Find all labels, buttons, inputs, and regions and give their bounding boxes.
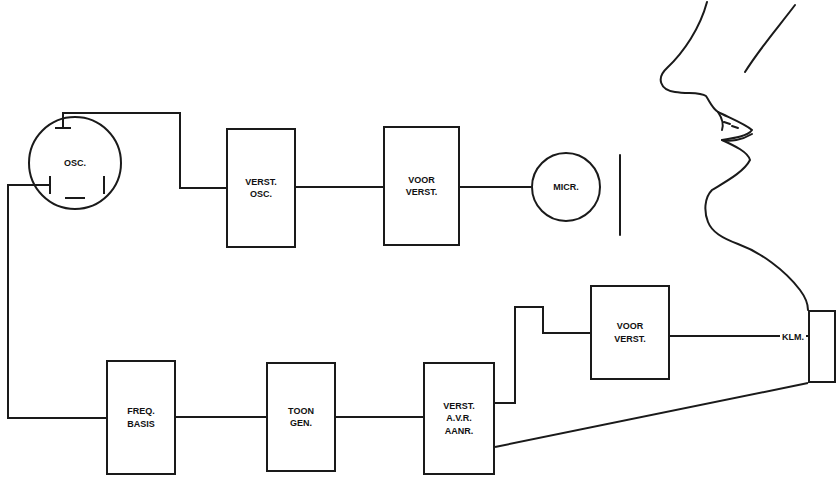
- process-box: VERST. OSC.: [226, 128, 296, 248]
- box-label: TOON GEN.: [288, 405, 314, 429]
- throat-plate: KLM.: [808, 310, 836, 383]
- oscillator-tube: OSC.: [28, 116, 122, 210]
- box-label: VERST. OSC.: [245, 176, 277, 200]
- electrode: [35, 184, 50, 186]
- process-box: VOOR VERST.: [383, 126, 460, 246]
- process-box: VOOR VERST.: [590, 285, 670, 380]
- process-box: FREQ. BASIS: [106, 360, 176, 475]
- process-box: VERST. A.V.R. AANR.: [423, 362, 495, 475]
- microphone-plate: [619, 155, 621, 235]
- circle-outline: [532, 153, 600, 221]
- box-label: FREQ. BASIS: [127, 405, 155, 429]
- tube-electrodes: [35, 117, 104, 198]
- box-label: MICR.: [553, 181, 579, 193]
- process-box: TOON GEN.: [266, 362, 336, 472]
- circle-outline: [29, 117, 121, 209]
- electrode: [103, 176, 105, 194]
- electrode: [65, 197, 85, 199]
- signal-wire: [495, 383, 808, 447]
- signal-wire: [8, 185, 106, 418]
- microphone-circle: MICR.: [531, 152, 601, 222]
- box-label: OSC.: [64, 157, 86, 169]
- box-label: VERST. A.V.R. AANR.: [443, 400, 475, 436]
- signal-wire: [176, 416, 266, 418]
- signal-wire: [296, 186, 383, 188]
- electrode: [49, 176, 51, 194]
- electrode: [55, 127, 71, 129]
- mouth-teeth: [718, 112, 752, 141]
- box-label: VOOR VERST.: [406, 174, 438, 198]
- electrode: [62, 117, 64, 128]
- signal-wire: [495, 307, 590, 403]
- face-profile: [661, 2, 808, 310]
- box-label: VOOR VERST.: [614, 320, 646, 344]
- outside-label: KLM.: [780, 331, 806, 343]
- signal-wire: [460, 186, 531, 188]
- face-cheek: [745, 5, 795, 72]
- signal-wire: [336, 416, 423, 418]
